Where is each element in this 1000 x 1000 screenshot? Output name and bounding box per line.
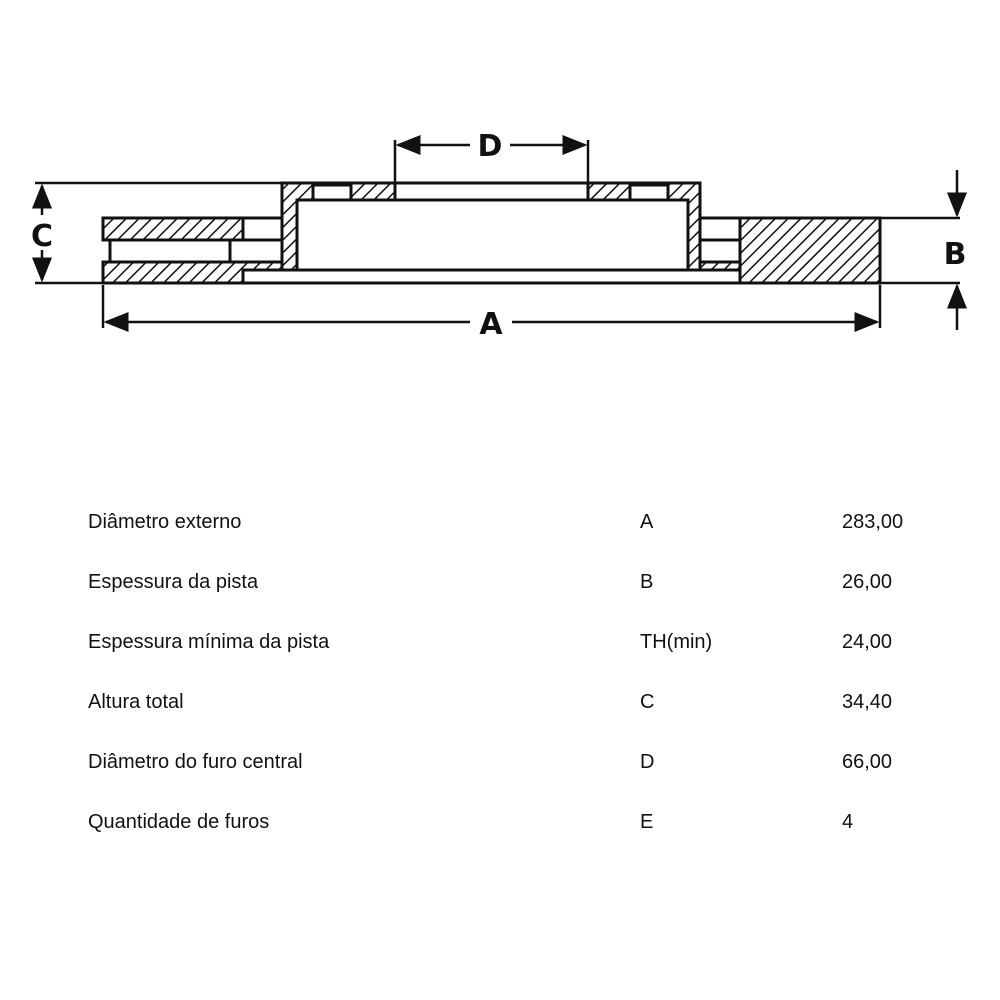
spec-name: Quantidade de furos — [88, 811, 270, 833]
table-row: Diâmetro externo A 283,00 — [0, 511, 1000, 541]
spec-name: Espessura mínima da pista — [88, 631, 330, 653]
spec-name: Diâmetro do furo central — [88, 751, 303, 773]
table-row: Quantidade de furos E 4 — [0, 811, 1000, 841]
spec-value: 34,40 — [842, 691, 893, 713]
label-a: A — [479, 307, 503, 342]
table-row: Diâmetro do furo central D 66,00 — [0, 751, 1000, 781]
spec-value: 24,00 — [842, 631, 893, 653]
disc-body — [101, 181, 882, 285]
spec-code: TH(min) — [640, 631, 713, 653]
table-row: Espessura mínima da pista TH(min) 24,00 — [0, 631, 1000, 661]
spec-name: Espessura da pista — [88, 571, 259, 593]
dimension-lines — [32, 135, 967, 332]
spec-value: 66,00 — [842, 751, 893, 773]
spec-name: Diâmetro externo — [88, 511, 242, 533]
spec-value: 26,00 — [842, 571, 893, 593]
label-d: D — [478, 129, 503, 164]
table-row: Altura total C 34,40 — [0, 691, 1000, 721]
spec-value: 4 — [842, 811, 854, 833]
spec-code: C — [640, 691, 655, 713]
table-row: Espessura da pista B 26,00 — [0, 571, 1000, 601]
spec-code: D — [640, 751, 655, 773]
label-c: C — [31, 219, 53, 254]
spec-name: Altura total — [88, 691, 184, 713]
brake-disc-cross-section: D C B A — [31, 129, 967, 342]
spec-code: A — [640, 511, 654, 533]
label-b: B — [944, 237, 967, 272]
spec-value: 283,00 — [842, 511, 904, 533]
spec-code: B — [640, 571, 654, 593]
spec-code: E — [640, 811, 654, 833]
